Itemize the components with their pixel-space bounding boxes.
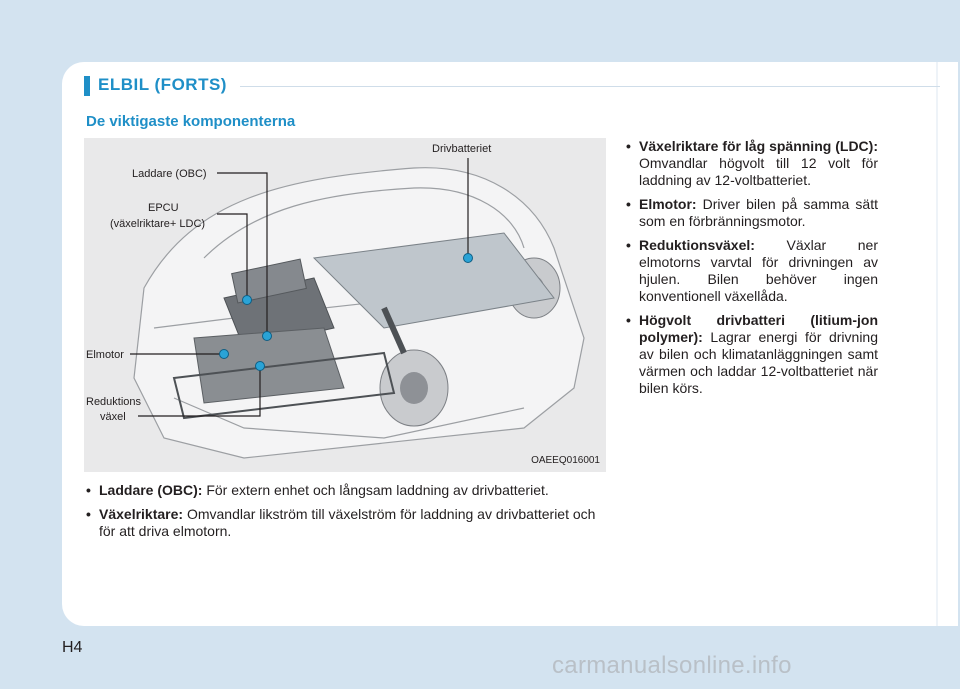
- label-reduktion-line1: Reduktions: [86, 396, 142, 408]
- battery-pack-shape: [312, 232, 555, 329]
- panel-edge: [936, 62, 938, 626]
- label-laddare: Laddare (OBC): [132, 168, 207, 180]
- section-title: ELBIL (FORTS): [98, 75, 227, 94]
- label-epcu-line2: (växelriktare+ LDC): [110, 218, 206, 230]
- bullet-list-right: Växelriktare för låg spänning (LDC): Omv…: [626, 138, 878, 404]
- label-elmotor: Elmotor: [86, 349, 124, 361]
- list-item: Laddare (OBC): För extern enhet och lång…: [86, 482, 606, 499]
- car-component-figure: Drivbatteriet Laddare (OBC) EPCU (växelr…: [84, 138, 606, 472]
- car-illustration: [130, 158, 585, 459]
- section-marker: [84, 76, 90, 96]
- label-epcu-line1: EPCU: [148, 202, 179, 214]
- watermark: carmanualsonline.info: [552, 652, 792, 679]
- callout-dot: [255, 361, 265, 371]
- page-number: H4: [62, 639, 83, 656]
- callout-dot: [242, 295, 252, 305]
- list-item: Växelriktare för låg spänning (LDC): Omv…: [626, 138, 878, 189]
- list-item: Elmotor: Driver bilen på samma sätt som …: [626, 196, 878, 230]
- section-divider: [240, 86, 940, 87]
- subtitle: De viktigaste komponenterna: [86, 113, 296, 130]
- bullet-list-left: Laddare (OBC): För extern enhet och lång…: [86, 482, 606, 547]
- label-reduktion-line2: växel: [100, 411, 126, 423]
- label-drivbatteriet: Drivbatteriet: [432, 143, 492, 155]
- charger-shape: [231, 258, 307, 304]
- list-item: Reduktionsväxel: Växlar ner elmotorns va…: [626, 237, 878, 305]
- list-item: Växelriktare: Omvandlar likström till vä…: [86, 506, 606, 540]
- motor-shape: [193, 327, 345, 404]
- list-item: Högvolt drivbatteri (litium-jon polymer)…: [626, 312, 878, 397]
- subframe-shape: [172, 351, 396, 420]
- callout-dot: [463, 253, 473, 263]
- callout-dot: [262, 331, 272, 341]
- figure-code: OAEEQ016001: [531, 455, 600, 466]
- callout-dot: [219, 349, 229, 359]
